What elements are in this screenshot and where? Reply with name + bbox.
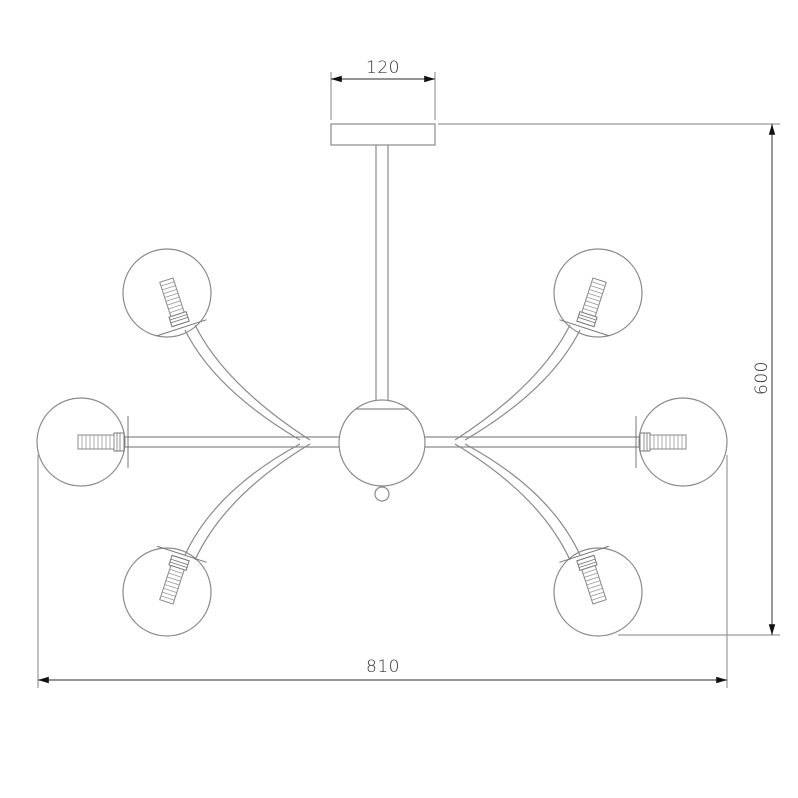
globe-lower-left bbox=[122, 547, 212, 637]
globe-middle-left bbox=[36, 397, 126, 487]
dimension-total-width: 810 bbox=[366, 657, 400, 677]
ceiling-canopy bbox=[330, 123, 436, 146]
bottom-finial bbox=[374, 486, 390, 502]
globe-upper-right bbox=[553, 248, 643, 338]
central-sphere-hub bbox=[338, 399, 426, 487]
dimension-canopy-width: 120 bbox=[366, 58, 400, 78]
globe-lower-right bbox=[553, 547, 643, 637]
globe-upper-left bbox=[122, 248, 212, 338]
globe-middle-right bbox=[638, 397, 728, 487]
dimension-total-height: 600 bbox=[751, 361, 772, 395]
